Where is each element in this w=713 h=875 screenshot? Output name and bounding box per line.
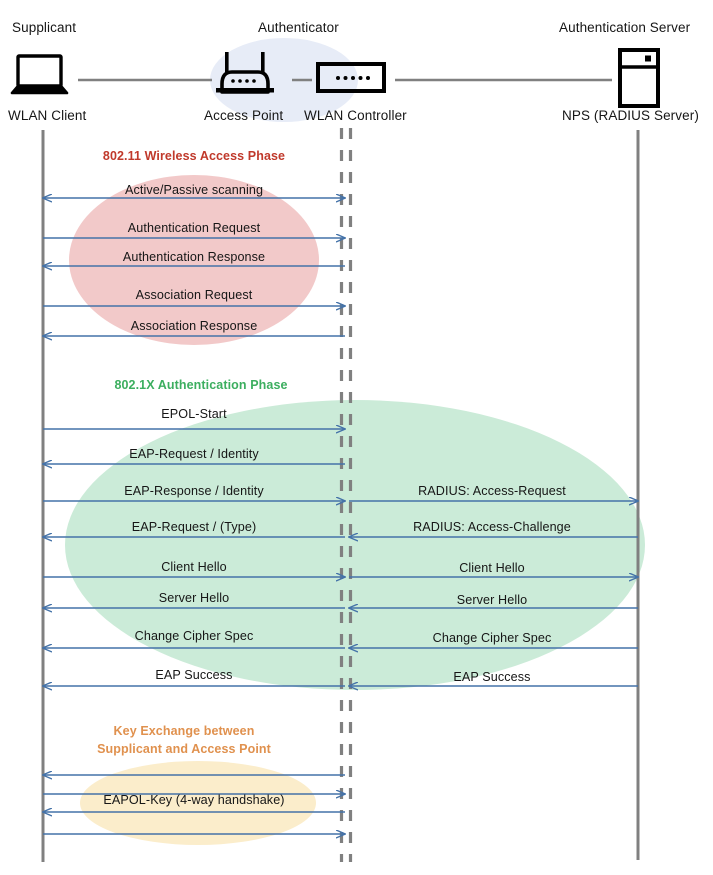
msg-eap-success-left-label: EAP Success (155, 668, 233, 682)
msg-active-passive-scanning-label: Active/Passive scanning (124, 183, 264, 197)
phase-label-line: 802.11 Wireless Access Phase (102, 149, 286, 163)
message-arrows-left (43, 198, 345, 834)
msg-epol-start-label: EPOL-Start (161, 407, 227, 421)
msg-client-hello-left-label: Client Hello (161, 560, 227, 574)
phase-label-line: Supplicant and Access Point (97, 742, 271, 756)
wlan-controller-icon (316, 62, 386, 93)
role-label-authenticator: Authenticator (258, 20, 339, 35)
msg-authentication-response-label: Authentication Response (122, 250, 266, 264)
msg-eap-request-identity-label: EAP-Request / Identity (129, 447, 259, 461)
msg-radius-access-request-label: RADIUS: Access-Request (418, 484, 566, 498)
node-label-wlan-controller: WLAN Controller (304, 108, 407, 123)
node-label-access-point: Access Point (204, 108, 284, 123)
role-label-supplicant: Supplicant (12, 20, 77, 35)
ellipse-802-1x-phase (65, 400, 645, 690)
ellipse-802-11-phase (69, 175, 319, 345)
message-arrows-right (349, 501, 638, 686)
node-label-wlan-client: WLAN Client (8, 108, 87, 123)
msg-client-hello-right-label: Client Hello (459, 561, 525, 575)
phase-label-phase-802-11-wireless-access: 802.11 Wireless Access Phase (34, 147, 354, 165)
server-icon (618, 48, 660, 108)
msg-server-hello-left-label: Server Hello (158, 591, 230, 605)
msg-eapol-key-2-label: EAPOL-Key (4-way handshake) (103, 793, 285, 807)
access-point-icon (216, 52, 274, 94)
phase-label-line: Key Exchange between (113, 724, 255, 738)
laptop-icon (10, 54, 69, 95)
node-label-nps-radius-server: NPS (RADIUS Server) (562, 108, 699, 123)
phase-label-phase-802-1x-authentication: 802.1X Authentication Phase (41, 376, 361, 394)
msg-radius-access-challenge-label: RADIUS: Access-Challenge (413, 520, 571, 534)
msg-change-cipher-spec-left-label: Change Cipher Spec (134, 629, 254, 643)
authenticator-highlight-ellipse (210, 38, 358, 122)
ellipse-key-exchange-phase (80, 761, 316, 845)
role-label-authentication-server: Authentication Server (559, 20, 691, 35)
msg-association-response-label: Association Response (130, 319, 258, 333)
msg-server-hello-right-label: Server Hello (456, 593, 528, 607)
msg-eap-response-identity-label: EAP-Response / Identity (124, 484, 264, 498)
msg-change-cipher-spec-right-label: Change Cipher Spec (432, 631, 552, 645)
msg-authentication-request-label: Authentication Request (127, 221, 261, 235)
msg-eap-success-right-label: EAP Success (453, 670, 531, 684)
msg-eap-request-type-label: EAP-Request / (Type) (131, 520, 257, 534)
phase-ellipses (65, 175, 645, 845)
phase-label-line: 802.1X Authentication Phase (114, 378, 288, 392)
msg-association-request-label: Association Request (135, 288, 253, 302)
